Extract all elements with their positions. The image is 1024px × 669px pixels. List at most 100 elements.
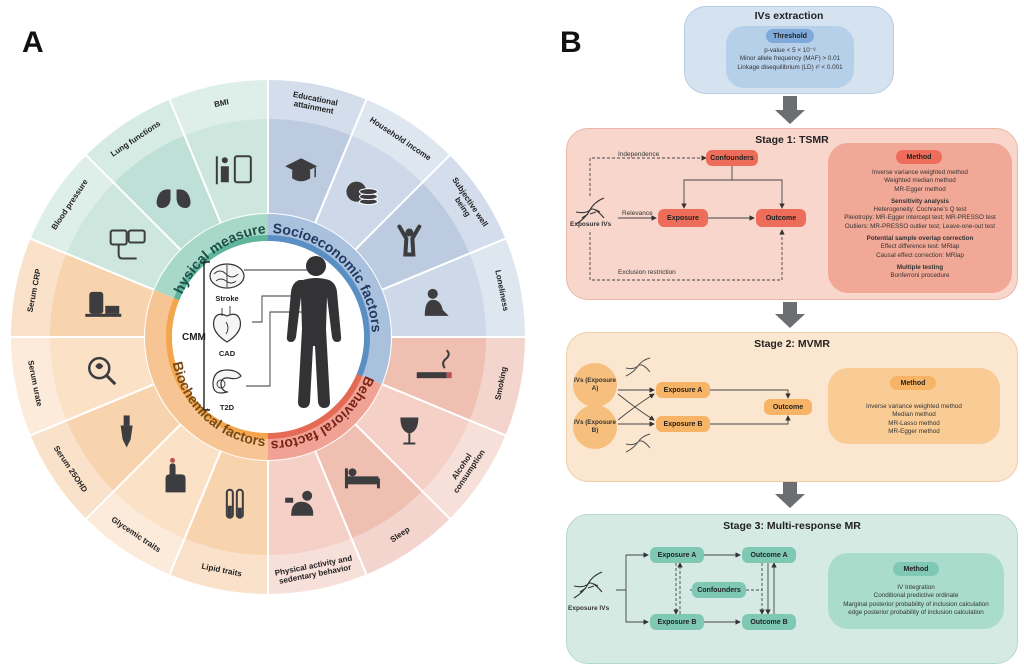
stage1-method-ivw: Inverse variance weighted method — [872, 169, 968, 176]
segment-label-band-sleep — [351, 491, 451, 576]
kidney-magnifier-icon — [88, 356, 117, 386]
threshold-ld: Linkage disequilibrium (LD) r² < 0.001 — [737, 63, 843, 71]
panel-a-letter: A — [22, 26, 44, 59]
blood-tubes-icon — [225, 488, 244, 519]
stage1-method-pill: Method — [896, 150, 942, 164]
bmi-scale-icon — [215, 155, 252, 185]
cad-label: CAD — [219, 349, 236, 358]
heart-icon — [212, 306, 242, 343]
cheering-person-icon — [397, 224, 422, 257]
category-edge-physical — [173, 235, 269, 301]
segment-label-band-crp — [10, 238, 67, 337]
threshold-maf: Minor allele frequency (MAF) > 0.01 — [739, 55, 841, 63]
overlap-causal: Causal effect correction: MRlap — [876, 251, 964, 259]
stage3-exposure-b-node: Exposure B — [650, 614, 704, 630]
stage3-method-iv-integration: IV Integration — [897, 584, 935, 591]
stage3-outcome-b-node: Outcome B — [742, 614, 796, 630]
arrow-to-stage2 — [775, 302, 805, 328]
cmm-label: CMM — [182, 332, 206, 343]
ivs-b-circle — [573, 405, 617, 449]
dna-icon-stage2a — [625, 357, 651, 377]
stage3-method-list: IV Integration Conditional predictive or… — [828, 584, 1004, 617]
ivs-a-circle — [573, 363, 617, 407]
category-edge-socio-ext — [356, 336, 370, 377]
stroke-label: Stroke — [215, 294, 238, 303]
segment-label-band-wellbeing — [422, 154, 507, 254]
segment-label-band-edu — [268, 79, 367, 136]
sensitivity-title: Sensitivity analysis — [890, 197, 950, 205]
segment-label-band-alcohol — [422, 420, 507, 520]
stage3-title: Stage 3: Multi-response MR — [723, 520, 861, 532]
segment-label-band-urate — [10, 337, 67, 436]
stage3-method-mppi: Marginal posterior probability of inclus… — [843, 600, 989, 608]
arrow-to-stage3 — [775, 482, 805, 508]
panel-b-letter: B — [560, 26, 582, 59]
segment-label-band-lipid — [169, 538, 268, 595]
stage2-title: Stage 2: MVMR — [754, 338, 830, 350]
segment-label-band-vitd — [29, 420, 114, 520]
exclusion-label: Exclusion restriction — [618, 269, 676, 276]
stage2-method-ivw: Inverse variance weighted method — [866, 403, 962, 410]
stage1-title: Stage 1: TSMR — [755, 134, 829, 146]
overlap-effect: Effect difference test: MRlap — [880, 243, 960, 251]
coins-icon — [346, 181, 378, 206]
stage2-exposure-b-node: Exposure B — [656, 416, 710, 432]
overlap-title: Potential sample overlap correction — [866, 235, 974, 243]
segment-label-band-glyc — [85, 491, 185, 576]
stage3-outcome-a-node: Outcome A — [742, 547, 796, 563]
stage1-diagram — [575, 155, 785, 281]
human-silhouette-icon — [286, 256, 342, 408]
stage3-method-eppi: edge posterior probability of inclusion … — [848, 608, 984, 616]
relevance-label: Relevance — [622, 210, 653, 217]
ivs-b-label: IVs (Exposure B) — [574, 419, 616, 435]
arrow-to-stage1 — [775, 96, 805, 124]
threshold-pvalue: p-value < 5 × 10⁻⁸ — [764, 47, 816, 54]
graduation-cap-icon — [285, 158, 318, 182]
pancreas-icon — [212, 369, 242, 394]
segment-label-bmi: BMI — [213, 97, 229, 109]
stage2-method-list: Inverse variance weighted method Median … — [828, 403, 1000, 436]
t2d-label: T2D — [220, 403, 235, 412]
cmm-illustration: CMM Stroke CAD T2D — [182, 256, 342, 412]
stage2-method-pill: Method — [890, 376, 936, 390]
sensitivity-heterogeneity: Heterogeneity: Cochrane's Q test — [873, 206, 967, 214]
multiple-testing-bonferroni: Bonferroni procedure — [890, 272, 950, 280]
stage2-exposure-a-node: Exposure A — [656, 382, 710, 398]
blood-pressure-monitor-icon — [109, 229, 146, 260]
stage2-outcome-node: Outcome — [764, 399, 812, 415]
stage1-method-wm: Weighted median method — [884, 177, 956, 185]
stage3-method-pill: Method — [893, 562, 939, 576]
dna-icon-stage2b — [625, 433, 651, 453]
exercise-icon — [285, 490, 314, 516]
stage2-method-egger: MR-Egger method — [888, 427, 940, 435]
stage2-method-median: Median method — [892, 411, 936, 419]
stage3-exposure-ivs-label: Exposure IVs — [568, 605, 610, 612]
threshold-pill: Threshold — [766, 29, 814, 43]
category-edge-bio — [166, 297, 269, 439]
cigarette-icon — [416, 349, 452, 379]
segment-label-band-lung — [85, 98, 185, 183]
stage3-method-cpo: Conditional predictive ordinate — [873, 592, 959, 600]
stage1-exposure-node: Exposure — [658, 209, 708, 227]
stage1-method-egger: MR-Egger method — [894, 185, 946, 193]
stage1-exposure-ivs-label: Exposure IVs — [570, 221, 612, 228]
dna-icon-stage1 — [575, 197, 605, 225]
lungs-icon — [156, 181, 191, 209]
category-edge-behav — [267, 373, 363, 439]
segment-label-band-phys — [268, 538, 367, 595]
ivs-extraction-title: IVs extraction — [754, 10, 824, 22]
brain-icon — [209, 263, 245, 289]
ivs-a-label: IVs (Exposure A) — [574, 377, 616, 393]
segment-label-band-lonely — [469, 238, 526, 337]
stage-arrows — [775, 96, 805, 508]
segment-label-band-bmi — [169, 79, 268, 136]
category-band-bio — [145, 289, 268, 460]
independence-label: Independence — [618, 151, 660, 158]
stage3-exposure-a-node: Exposure A — [650, 547, 704, 563]
stage2-method-lasso: MR-Lasso method — [888, 419, 940, 427]
dna-icon-stage3 — [573, 571, 603, 599]
lab-analyzer-icon — [85, 291, 122, 317]
stage1-method-list: Inverse variance weighted method Weighte… — [828, 169, 1012, 281]
sitting-alone-icon — [424, 288, 449, 316]
